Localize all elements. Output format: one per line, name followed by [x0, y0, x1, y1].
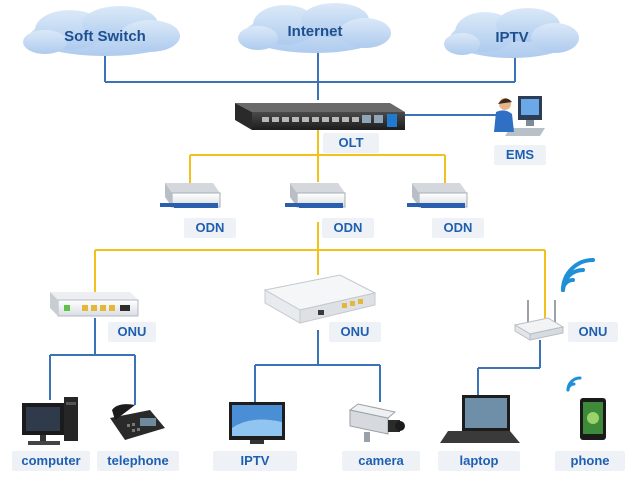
onu-label-right: ONU [568, 322, 618, 342]
olt-odn-fiber [189, 128, 446, 190]
iptv-tv-icon [229, 402, 285, 444]
onu-left-device [50, 292, 139, 317]
odn-splitter-left [160, 183, 221, 208]
device-label-laptop: laptop [438, 451, 520, 471]
olt-label: OLT [323, 133, 379, 153]
cloud-soft-switch [23, 6, 180, 56]
onu-label-center: ONU [329, 322, 381, 342]
olt-device [235, 103, 405, 130]
cloud-iptv [444, 8, 579, 58]
computer-icon [22, 397, 78, 445]
device-label-computer: computer [12, 451, 90, 471]
onu-label-left: ONU [108, 322, 156, 342]
device-label-phone: phone [555, 451, 625, 471]
onu-device-links [49, 318, 541, 405]
camera-icon [348, 403, 405, 442]
odn-splitter-right [407, 183, 468, 208]
onu-right-router [513, 300, 565, 341]
odn-splitter-center [285, 183, 346, 208]
cloud-label-internet: Internet [287, 23, 343, 40]
odn-label-right: ODN [432, 218, 484, 238]
phone-wifi-icon [566, 376, 582, 392]
ems-workstation-icon [494, 96, 545, 136]
device-label-telephone: telephone [97, 451, 179, 471]
odn-label-center: ODN [322, 218, 374, 238]
telephone-icon [110, 404, 165, 440]
cloud-internet [238, 3, 391, 53]
ems-label: EMS [494, 145, 546, 165]
cloud-links [104, 48, 516, 100]
onu-center-device [263, 274, 377, 324]
odn-label-left: ODN [184, 218, 236, 238]
odn-onu-fiber [94, 222, 546, 318]
cloud-label-iptv: IPTV [495, 29, 529, 46]
device-label-iptv: IPTV [213, 451, 297, 471]
device-label-camera: camera [342, 451, 420, 471]
cloud-label-soft-switch: Soft Switch [64, 28, 146, 45]
phone-icon [580, 398, 606, 440]
wifi-signal-icon [561, 258, 595, 292]
laptop-icon [440, 395, 520, 443]
connection-lines [49, 48, 546, 405]
